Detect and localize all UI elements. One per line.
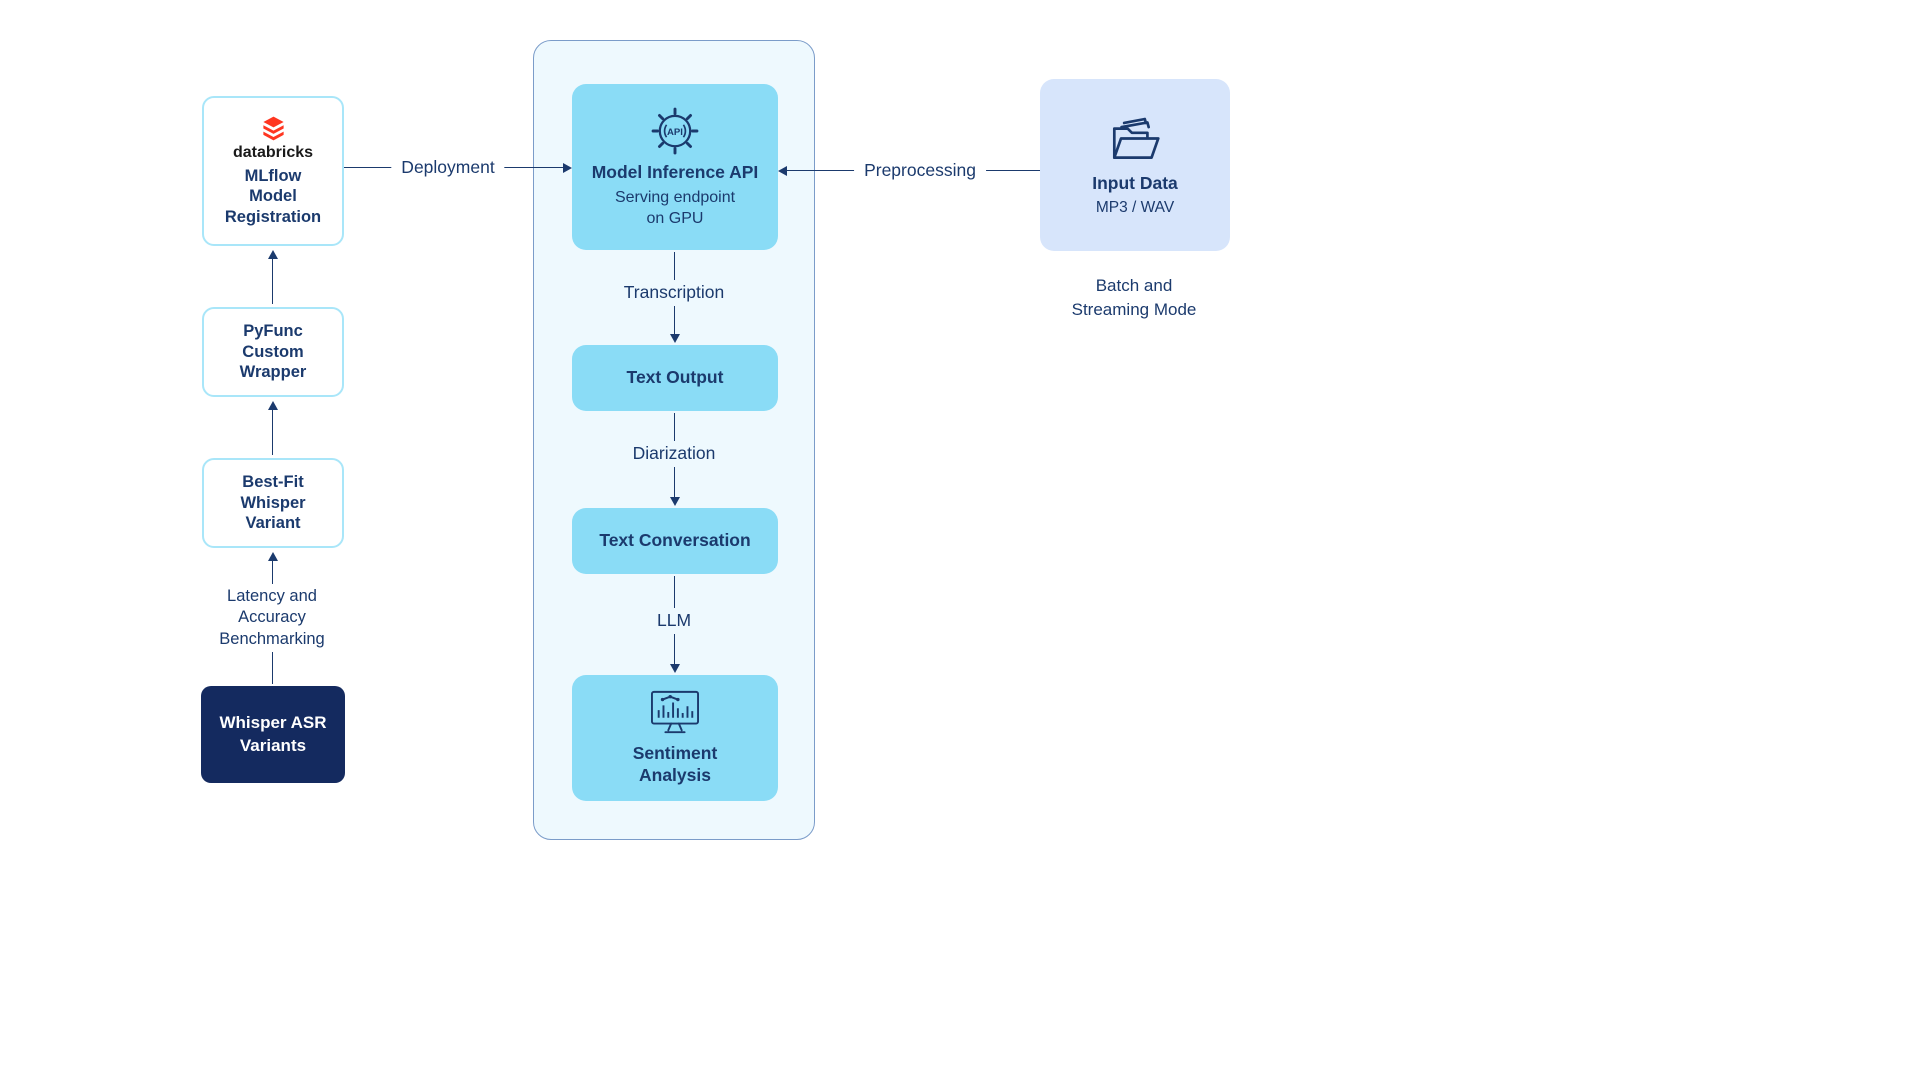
benchmarking-label: Latency and Accuracy Benchmarking [209, 584, 335, 653]
databricks-logo-icon [260, 115, 287, 142]
svg-text:API: API [667, 127, 683, 138]
api-gear-icon: API [648, 104, 702, 158]
model-inference-subtitle: Serving endpoint on GPU [614, 189, 736, 227]
sentiment-analysis-node: Sentiment Analysis [572, 675, 778, 801]
whisper-asr-variants-node: Whisper ASR Variants [201, 686, 345, 783]
mlflow-registration-label: MLflow Model Registration [224, 166, 322, 226]
input-data-subtitle: MP3 / WAV [1095, 199, 1175, 216]
sentiment-analysis-label: Sentiment Analysis [632, 743, 718, 785]
model-inference-api-node: API Model Inference API Serving endpoint… [572, 84, 778, 250]
llm-label: LLM [646, 608, 702, 634]
preprocessing-label: Preprocessing [854, 158, 986, 184]
input-data-node: Input Data MP3 / WAV [1040, 79, 1230, 251]
databricks-wordmark: databricks [232, 143, 314, 161]
text-conversation-label: Text Conversation [599, 530, 751, 551]
pyfunc-wrapper-label: PyFunc Custom Wrapper [239, 322, 307, 382]
model-inference-title: Model Inference API [591, 162, 759, 183]
text-conversation-node: Text Conversation [572, 508, 778, 574]
best-fit-variant-label: Best-Fit Whisper Variant [240, 473, 306, 533]
arrow-bestfit-to-pyfunc [266, 401, 279, 455]
text-output-node: Text Output [572, 345, 778, 411]
deployment-label: Deployment [391, 155, 505, 181]
arrow-pyfunc-to-mlflow [266, 250, 279, 304]
input-data-title: Input Data [1092, 173, 1178, 193]
pyfunc-wrapper-node: PyFunc Custom Wrapper [202, 307, 344, 397]
diarization-label: Diarization [622, 441, 726, 467]
mlflow-registration-node: databricks MLflow Model Registration [202, 96, 344, 246]
folder-files-icon [1105, 113, 1165, 165]
batch-streaming-mode-label: Batch and Streaming Mode [1071, 276, 1197, 319]
sentiment-dashboard-icon [648, 689, 702, 737]
text-output-label: Text Output [626, 367, 724, 388]
transcription-label: Transcription [613, 280, 735, 306]
best-fit-variant-node: Best-Fit Whisper Variant [202, 458, 344, 548]
